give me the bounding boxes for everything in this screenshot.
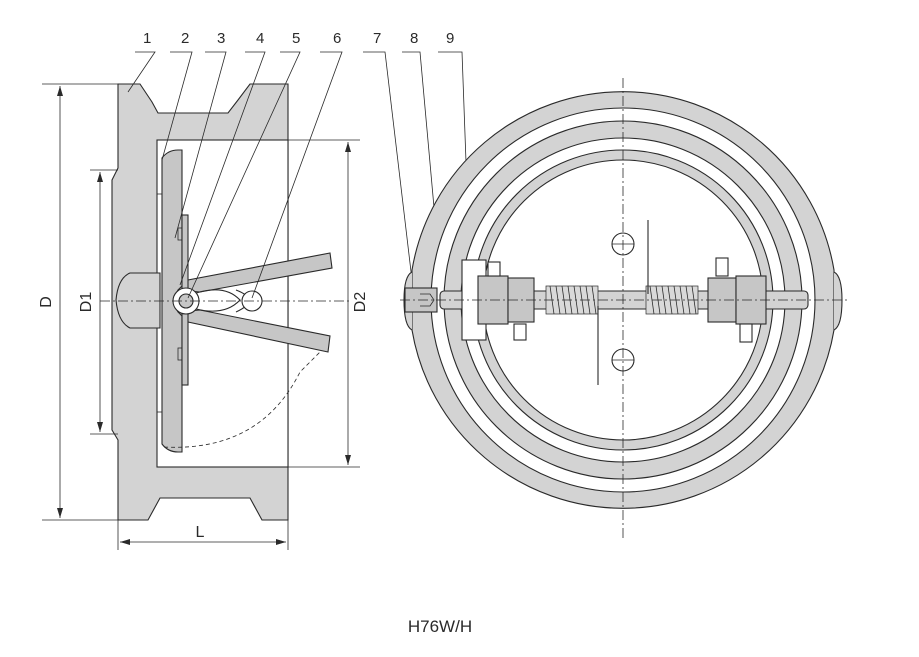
dimension-d1: D1 xyxy=(78,169,118,435)
part-number-2: 2 xyxy=(181,30,189,47)
part-number-7: 7 xyxy=(373,30,381,47)
part-number-5: 5 xyxy=(292,30,300,47)
dimension-label-l: L xyxy=(196,524,205,541)
part-number-1: 1 xyxy=(143,30,151,47)
front-view xyxy=(400,78,850,540)
right-lug xyxy=(833,271,843,331)
dimension-label-d: D xyxy=(38,296,55,308)
dimension-label-d1: D1 xyxy=(78,292,95,313)
model-label: H76W/H xyxy=(408,617,472,636)
dimension-d: D xyxy=(38,83,118,521)
dimension-d2: D2 xyxy=(288,139,369,468)
part-number-6: 6 xyxy=(333,30,341,47)
part-number-3: 3 xyxy=(217,30,225,47)
part-number-8: 8 xyxy=(410,30,418,47)
part-number-9: 9 xyxy=(446,30,454,47)
part-leaders xyxy=(127,51,471,299)
side-view xyxy=(100,83,350,521)
dimension-label-d2: D2 xyxy=(352,292,369,313)
disc-swing-arc xyxy=(163,351,321,448)
part-number-4: 4 xyxy=(256,30,264,47)
dimension-l: L xyxy=(117,520,289,550)
part-numbers: 1 2 3 4 5 6 7 8 9 xyxy=(143,30,454,47)
hub xyxy=(115,272,161,329)
